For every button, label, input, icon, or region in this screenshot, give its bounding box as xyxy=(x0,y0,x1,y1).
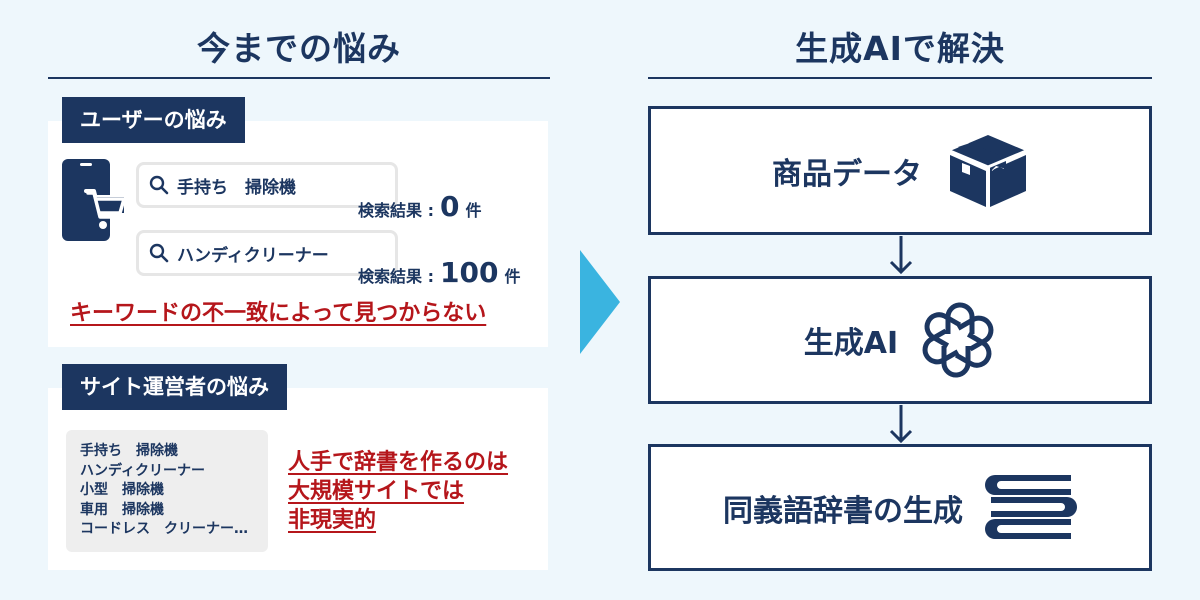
package-box-icon xyxy=(948,133,1028,209)
search-result-2: 検索結果 : 100 件 xyxy=(358,256,520,289)
result-count-2: 100 xyxy=(439,256,499,289)
transition-arrow-icon xyxy=(578,250,622,358)
right-heading: 生成AIで解決 xyxy=(795,29,1005,68)
keyword-item: ハンディクリーナー xyxy=(80,462,206,479)
search-query-1: 手持ち 掃除機 xyxy=(177,177,296,198)
result-label-1: 検索結果 : xyxy=(358,201,434,220)
search-icon xyxy=(149,243,169,263)
keyword-list: 手持ち 掃除機 ハンディクリーナー 小型 掃除機 車用 掃除機 コードレス クリ… xyxy=(66,430,268,552)
smartphone-cart-icon xyxy=(62,159,128,247)
step-label: 生成AI xyxy=(803,326,899,361)
search-box-1: 手持ち 掃除機 xyxy=(136,162,398,208)
keyword-item: コードレス クリーナー… xyxy=(80,521,248,537)
keyword-item: 小型 掃除機 xyxy=(80,482,164,498)
step-synonym-dictionary: 同義語辞書の生成 xyxy=(648,444,1152,571)
step-product-data: 商品データ xyxy=(648,106,1152,235)
keyword-item: 手持ち 掃除機 xyxy=(80,443,178,459)
left-heading-rule xyxy=(48,77,550,79)
result-unit-2: 件 xyxy=(504,267,521,286)
conclusion-line: 非現実的 xyxy=(288,508,377,533)
operator-panel-tag: サイト運営者の悩み xyxy=(62,364,287,410)
book-stack-icon xyxy=(985,473,1077,543)
keyword-item: 車用 掃除機 xyxy=(80,501,164,518)
right-heading-rule xyxy=(648,77,1152,79)
search-box-2: ハンディクリーナー xyxy=(136,230,398,276)
left-heading: 今までの悩み xyxy=(197,29,401,68)
user-panel-conclusion: キーワードの不一致によって見つからない xyxy=(70,301,487,326)
conclusion-line: 人手で辞書を作るのは xyxy=(288,450,509,475)
openai-logo-icon xyxy=(920,302,996,378)
result-label-2: 検索結果 : xyxy=(358,267,434,286)
down-arrow-icon xyxy=(889,236,913,280)
operator-panel-conclusion: 人手で辞書を作るのは 大規模サイトでは 非現実的 xyxy=(288,448,508,535)
conclusion-line: 大規模サイトでは xyxy=(288,479,465,504)
step-generative-ai: 生成AI xyxy=(648,276,1152,404)
result-unit-1: 件 xyxy=(465,201,482,220)
step-label: 同義語辞書の生成 xyxy=(723,493,963,529)
search-icon xyxy=(149,175,169,195)
user-panel-tag: ユーザーの悩み xyxy=(62,97,245,143)
search-result-1: 検索結果 : 0 件 xyxy=(358,190,481,223)
step-label: 商品データ xyxy=(772,156,922,192)
down-arrow-icon xyxy=(889,405,913,449)
result-count-1: 0 xyxy=(439,190,460,223)
search-query-2: ハンディクリーナー xyxy=(177,245,329,266)
